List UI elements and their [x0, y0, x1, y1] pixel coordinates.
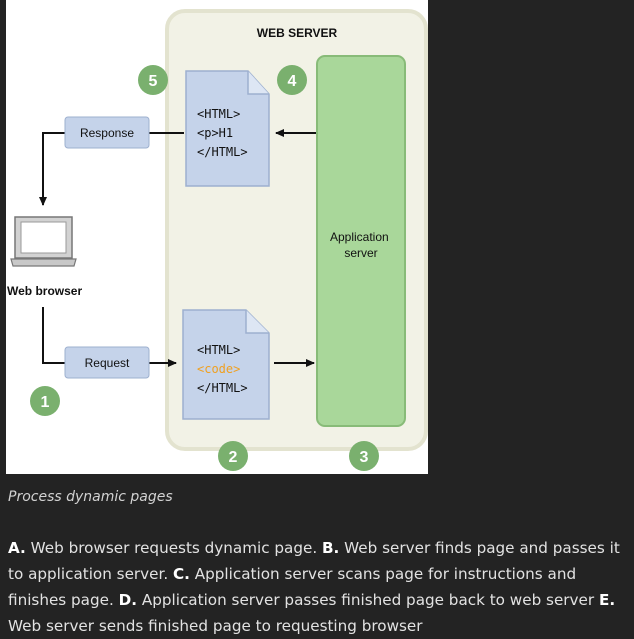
figure-caption: Process dynamic pages: [8, 489, 173, 505]
svg-text:<HTML> <p>H1 <: <HTML> <p>H1 </HTML>: [197, 107, 248, 159]
step-description: A. Web browser requests dynamic page. B.…: [8, 535, 630, 639]
step-badge-2: 2: [218, 441, 248, 471]
response-label: Response: [80, 126, 134, 140]
application-server-box: [316, 55, 406, 427]
web-server-title: WEB SERVER: [257, 26, 338, 40]
step-badge-1: 1: [30, 386, 60, 416]
step-number-1: 1: [41, 394, 50, 411]
doc-top-line3: </HTML>: [197, 145, 248, 159]
step-text-a: Web browser requests dynamic page.: [25, 539, 322, 557]
step-key-b: B.: [321, 539, 340, 557]
step-number-2: 2: [229, 449, 238, 466]
step-text-e: Web server sends finished page to reques…: [8, 617, 423, 635]
request-label-box: [64, 346, 150, 379]
laptop-icon: [10, 216, 77, 267]
request-label: Request: [85, 356, 130, 370]
doc-bottom-line1: <HTML>: [197, 343, 240, 357]
doc-top-line1: <HTML>: [197, 107, 240, 121]
document-bottom: <HTML> <code> </HTML>: [182, 309, 270, 420]
request-line: [42, 307, 65, 364]
step-number-5: 5: [149, 73, 158, 90]
application-server-label: Application server: [330, 230, 392, 260]
svg-text:<HTML> <code>: <HTML> <code> </HTML>: [197, 343, 248, 395]
doc-bottom-line3: </HTML>: [197, 381, 248, 395]
application-server-line1: Application: [330, 230, 389, 244]
step-number-3: 3: [360, 449, 369, 466]
application-server-line2: server: [344, 246, 377, 260]
doc-bottom-line2: <code>: [197, 362, 240, 376]
step-key-c: C.: [173, 565, 190, 583]
step-badge-4: 4: [277, 65, 307, 95]
response-label-box: [64, 116, 150, 149]
step-key-e: E.: [598, 591, 616, 609]
step-badge-5: 5: [138, 65, 168, 95]
response-arrow: [39, 132, 65, 206]
document-top: <HTML> <p>H1 </HTML>: [185, 70, 270, 187]
doc-top-line2: <p>H1: [197, 126, 233, 140]
web-browser-label: Web browser: [7, 284, 82, 298]
step-text-d: Application server passes finished page …: [137, 591, 599, 609]
step-text-b: Web server finds page and passes it to a…: [8, 539, 620, 583]
step-text-c: Application server scans page for instru…: [8, 565, 577, 609]
step-number-4: 4: [288, 73, 297, 90]
dynamic-pages-diagram: WEB SERVER Application server <HTML> <p>…: [6, 0, 428, 474]
step-badge-3: 3: [349, 441, 379, 471]
step-key-d: D.: [118, 591, 138, 609]
step-key-a: A.: [8, 539, 26, 557]
